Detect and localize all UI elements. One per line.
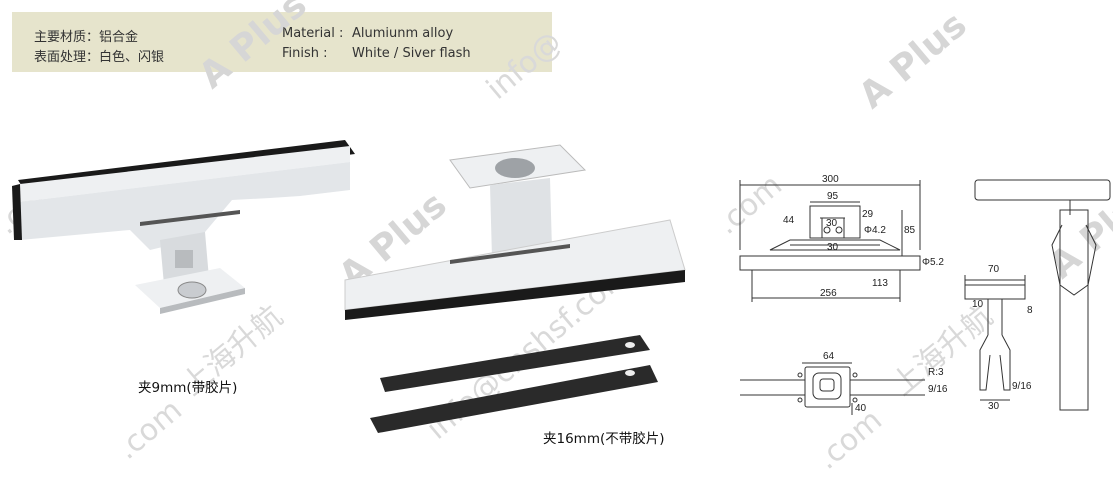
dim-width-mid: 95 xyxy=(827,191,839,202)
dim-bottom-depth: 40 xyxy=(855,403,867,414)
dim-width-inner: 30 xyxy=(826,218,838,229)
dim-side-h-right: 8 xyxy=(1027,305,1033,316)
finish-en-value: White / Siver flash xyxy=(352,46,471,61)
drawing-top-view-labels: 300 95 30 44 29 Φ4.2 30 85 Φ5.2 113 256 xyxy=(783,174,944,299)
dim-bottom-slot: 9/16 xyxy=(928,384,948,395)
material-en-value: Alumiunm alloy xyxy=(352,26,454,41)
dim-side-base: 30 xyxy=(988,401,1000,412)
dim-side-width: 70 xyxy=(988,264,1000,275)
dim-side-h-left: 10 xyxy=(972,299,984,310)
material-cn: 主要材质：铝合金 xyxy=(34,30,139,45)
dim-height-b: 29 xyxy=(862,209,874,220)
dim-depth: 113 xyxy=(872,278,888,289)
material-en-label: Material : xyxy=(282,26,344,41)
clip-16mm-image xyxy=(344,144,686,433)
dim-bottom-radius: R:3 xyxy=(928,367,944,378)
finish-en-label: Finish : xyxy=(282,46,328,61)
dim-width-base: 30 xyxy=(827,242,839,253)
caption-clip-9mm: 夹9mm(带胶片) xyxy=(138,380,238,396)
watermark-brand-2: A Plus xyxy=(851,4,975,117)
watermark-domain-3: .com xyxy=(110,392,189,467)
dim-hole: Φ4.2 xyxy=(864,225,886,236)
dim-hole-side: Φ5.2 xyxy=(922,257,944,268)
dim-width-total: 300 xyxy=(822,174,839,185)
drawing-bottom-view-labels: 64 R:3 9/16 40 xyxy=(823,351,948,414)
caption-clip-16mm: 夹16mm(不带胶片) xyxy=(543,431,665,447)
dim-height-a: 44 xyxy=(783,215,795,226)
drawing-bottom-view xyxy=(740,362,925,415)
drawing-side-view-labels: 70 10 8 9/16 30 xyxy=(972,264,1033,412)
dim-side-slot: 9/16 xyxy=(1012,381,1032,392)
dim-bottom-width: 64 xyxy=(823,351,835,362)
clip-9mm-image xyxy=(12,140,355,314)
finish-cn: 表面处理：白色、闪银 xyxy=(34,50,165,65)
drawing-top-view xyxy=(739,180,921,302)
drawing-side-view xyxy=(964,179,1111,411)
dim-height-total: 85 xyxy=(904,225,916,236)
dim-length: 256 xyxy=(820,288,837,299)
spec-box: 主要材质：铝合金 表面处理：白色、闪银 Material : Alumiunm … xyxy=(12,12,552,72)
